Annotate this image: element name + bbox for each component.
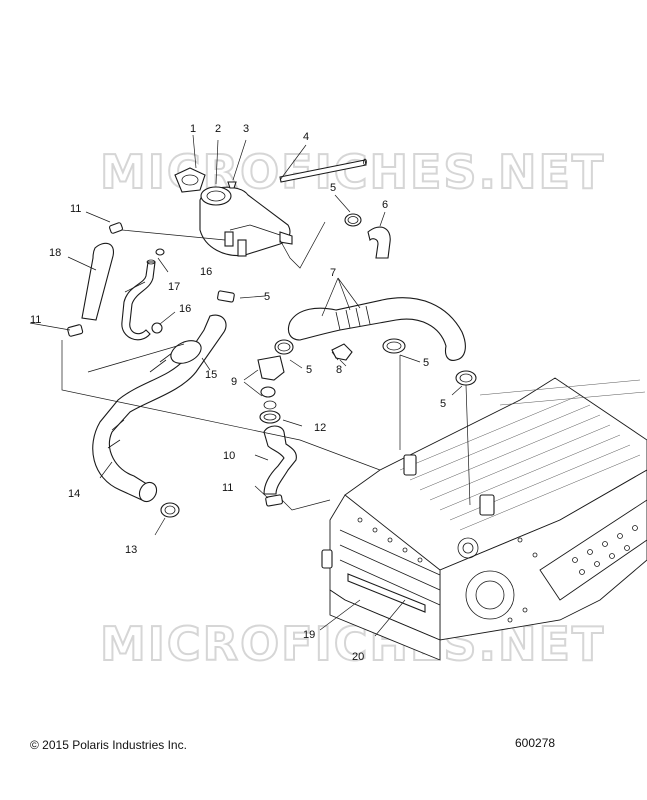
callout-5b: 5	[264, 291, 270, 303]
callout-9: 9	[231, 376, 237, 388]
clip-small	[67, 222, 283, 507]
callout-11a: 11	[70, 203, 81, 215]
callout-4: 4	[303, 131, 309, 143]
hose-18	[81, 242, 115, 321]
band-15	[87, 340, 202, 373]
fitting-16	[151, 248, 165, 334]
watermark-top: MICROFICHES.NET	[100, 145, 605, 199]
callout-5a: 5	[330, 182, 336, 194]
hose-clamp	[217, 290, 235, 303]
thermostat-housing	[257, 355, 285, 410]
callout-16a: 16	[200, 266, 212, 278]
screw	[227, 181, 237, 189]
figure-number: 600278	[515, 736, 556, 750]
clamp-12	[259, 410, 281, 424]
callout-5c: 5	[306, 364, 312, 376]
hose-clamp	[344, 213, 362, 227]
callout-14: 14	[68, 488, 80, 500]
chassis-tunnel	[321, 377, 647, 661]
hose-clamp	[274, 339, 294, 355]
callout-10: 10	[223, 450, 235, 462]
callout-3: 3	[243, 123, 249, 135]
callout-16b: 16	[179, 303, 191, 315]
clamp-8	[331, 343, 353, 361]
hose-14	[92, 314, 227, 503]
callout-17: 17	[168, 281, 180, 293]
callout-1: 1	[190, 123, 196, 135]
callout-12: 12	[314, 422, 326, 434]
callout-5d: 5	[423, 357, 429, 369]
callout-11c: 11	[222, 482, 233, 494]
vent-tube	[279, 158, 367, 183]
callout-5e: 5	[440, 398, 446, 410]
callout-2: 2	[215, 123, 221, 135]
callout-8: 8	[336, 364, 342, 376]
hose-10	[263, 425, 297, 495]
callout-20: 20	[352, 651, 364, 663]
callout-15: 15	[205, 369, 217, 381]
callout-19: 19	[303, 629, 315, 641]
clamp-13	[160, 502, 180, 518]
callout-13: 13	[125, 544, 137, 556]
hose-17	[121, 259, 156, 341]
callout-labels: 1 2 3 4 5 6 5 11 18 16 17 16 11 15 7 5 8…	[30, 123, 446, 663]
callout-11b: 11	[30, 314, 41, 326]
copyright-text: © 2015 Polaris Industries Inc.	[30, 738, 187, 752]
callout-6: 6	[382, 199, 388, 211]
callout-18: 18	[49, 247, 61, 259]
hose-7	[287, 297, 466, 361]
leader-lines	[29, 134, 471, 637]
elbow-hose	[367, 226, 391, 259]
callout-7: 7	[330, 267, 336, 279]
coolant-reservoir	[199, 186, 293, 257]
reservoir-cap	[174, 167, 206, 193]
